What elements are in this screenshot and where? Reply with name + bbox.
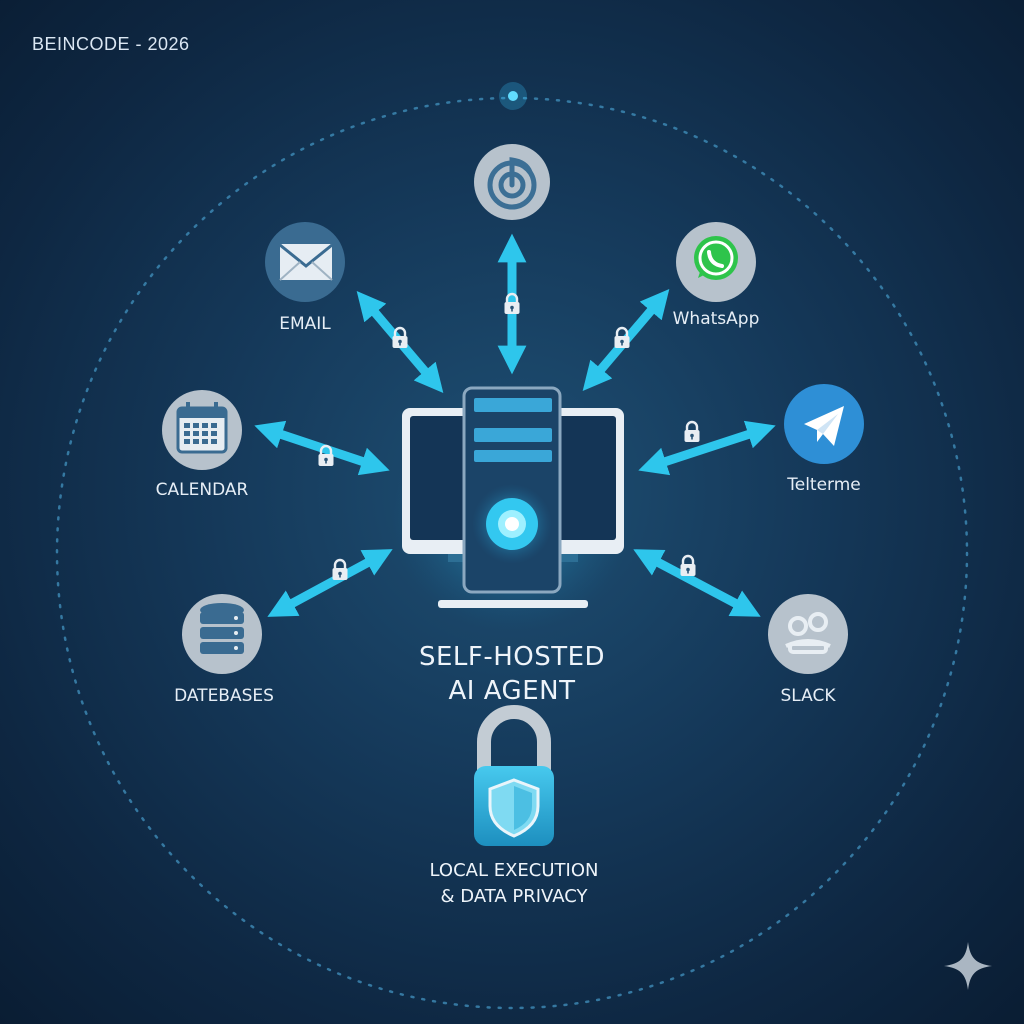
arrow-telegram <box>638 420 776 476</box>
top-node[interactable] <box>474 144 550 220</box>
databases-label: DATEBASES <box>174 686 274 706</box>
sparkle-icon <box>944 942 992 990</box>
center-title: SELF-HOSTED AI AGENT <box>419 640 605 708</box>
privacy-caption: LOCAL EXECUTION & DATA PRIVACY <box>430 858 599 910</box>
slack-icon <box>785 612 831 654</box>
databases-node[interactable] <box>182 594 262 674</box>
lock-icon <box>331 558 349 582</box>
telegram-node[interactable] <box>784 384 864 464</box>
shield-icon <box>488 778 540 838</box>
slack-node[interactable] <box>768 594 848 674</box>
lock-icon <box>613 326 631 350</box>
privacy-lock <box>474 705 554 846</box>
lock-icon <box>391 326 409 350</box>
telegram-label: Telterme <box>787 475 861 495</box>
center-title-line1: SELF-HOSTED <box>418 642 606 672</box>
center-title-line2: AI AGENT <box>448 676 576 706</box>
orbit-dot-glow <box>499 82 527 110</box>
email-node[interactable] <box>265 222 345 302</box>
lock-icon <box>679 554 697 578</box>
server-icon <box>462 386 562 594</box>
email-icon <box>279 243 333 281</box>
music-icon <box>487 157 537 210</box>
calendar-node[interactable] <box>162 390 242 470</box>
privacy-line2: & DATA PRIVACY <box>440 886 588 907</box>
whatsapp-node[interactable] <box>676 222 756 302</box>
lock-icon <box>683 420 701 444</box>
arrow-slack <box>633 549 761 617</box>
whatsapp-icon <box>694 236 738 280</box>
privacy-line1: LOCAL EXECUTION <box>429 860 599 881</box>
slack-label: SLACK <box>780 686 836 706</box>
calendar-label: CALENDAR <box>155 480 249 500</box>
calendar-icon <box>176 402 228 454</box>
telegram-icon <box>804 406 844 446</box>
database-icon <box>200 603 244 654</box>
email-label: EMAIL <box>279 314 331 334</box>
whatsapp-label: WhatsApp <box>672 309 760 329</box>
orbit-dot <box>508 91 518 101</box>
watermark: BEINCODE - 2026 <box>32 34 190 54</box>
arrow-databases <box>267 549 393 617</box>
